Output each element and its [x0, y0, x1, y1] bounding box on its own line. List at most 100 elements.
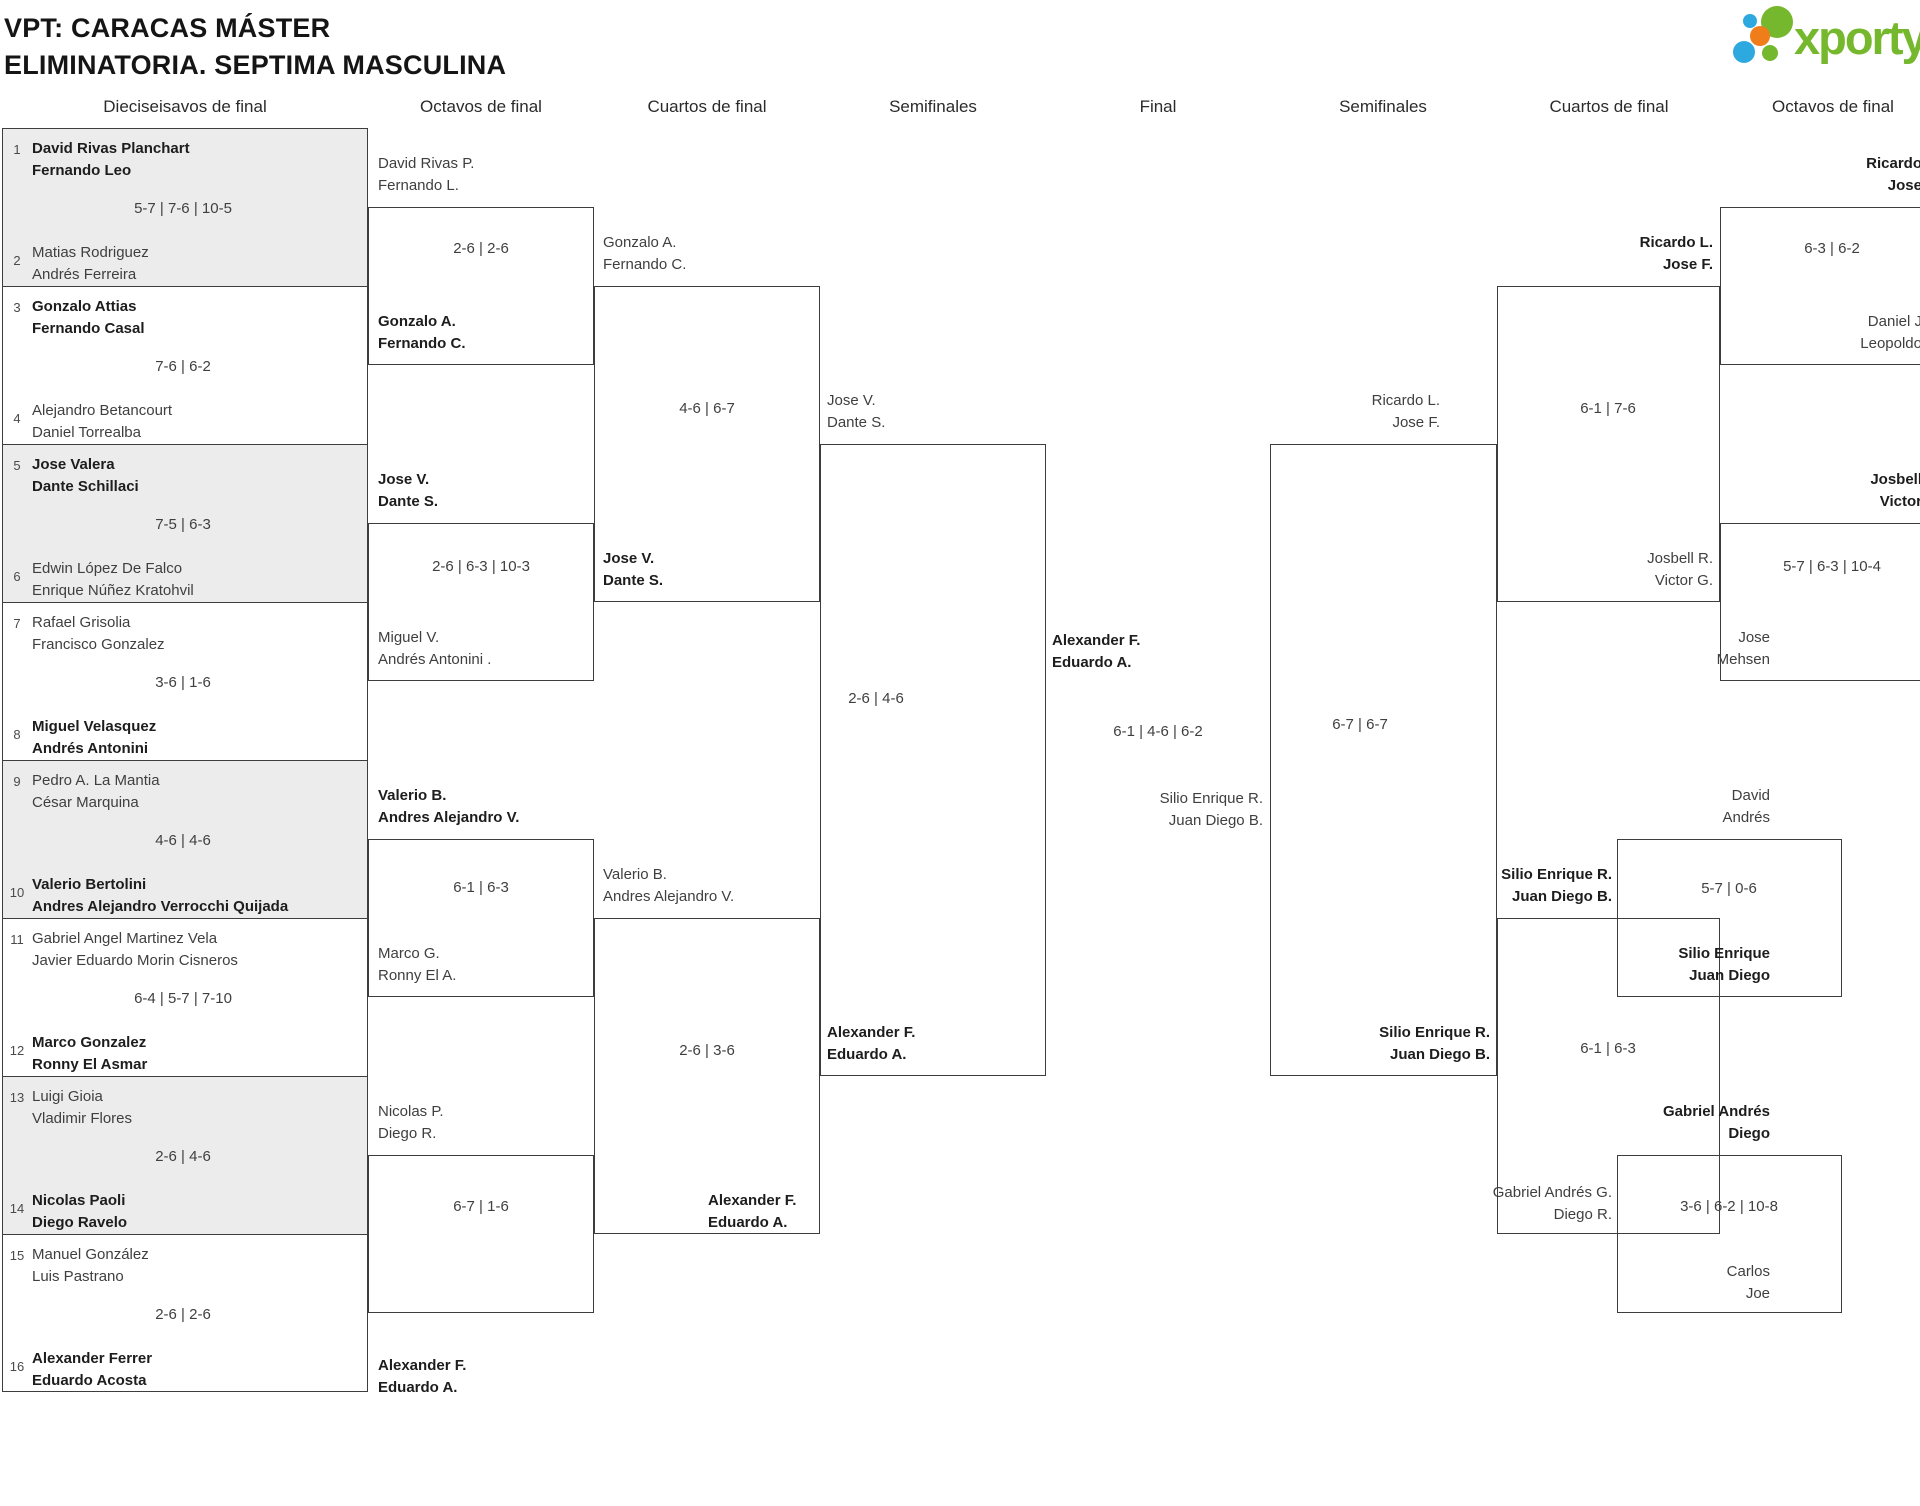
round-header-octavos-left: Octavos de final — [420, 97, 542, 116]
seed-number: 5 — [13, 458, 21, 473]
team-label: Alexander F.Eduardo A. — [378, 1357, 467, 1396]
team-name: Gabriel Angel Martinez Vela — [32, 930, 218, 947]
seed-number: 10 — [9, 885, 25, 900]
semifinal-left-match-box[interactable] — [820, 444, 1046, 1076]
team-name: Enrique Núñez Kratohvil — [32, 582, 194, 599]
round-header-final: Final — [1139, 97, 1177, 116]
team-name: Javier Eduardo Morin Cisneros — [32, 952, 238, 969]
match-box-2[interactable]: 3 Gonzalo Attias Fernando Casal 7-6 | 6-… — [3, 287, 367, 445]
match-score: 2-6 | 4-6 — [155, 1148, 211, 1165]
team-label: Alexander F.Eduardo A. — [827, 1024, 916, 1063]
team-name: Manuel González — [32, 1246, 149, 1263]
match-box-4[interactable]: 7 Rafael Grisolia Francisco Gonzalez 3-6… — [3, 603, 367, 761]
xporty-logo[interactable]: xporty — [1688, 2, 1920, 72]
logo-dots-icon — [1733, 6, 1793, 63]
team-label: Silio Enrique R.Juan Diego B. — [1501, 866, 1612, 905]
octavos-left-match-box-4[interactable] — [368, 1155, 594, 1313]
octavos-right-match-box-3[interactable] — [1617, 839, 1842, 997]
octavos-left-match-box-3[interactable] — [368, 839, 594, 997]
team-name: Fernando Leo — [32, 162, 132, 179]
tournament-category: ELIMINATORIA. SEPTIMA MASCULINA — [4, 50, 507, 80]
match-score: 6-1 | 6-3 — [453, 879, 509, 896]
cuartos-right-match-box-2[interactable] — [1497, 918, 1720, 1234]
team-name: Edwin López De Falco — [32, 560, 183, 577]
round-header-cuartos-left: Cuartos de final — [647, 97, 767, 116]
team-label: Valerio B.Andres Alejandro V. — [378, 787, 520, 826]
cuartos-left-match-box-1[interactable] — [594, 286, 820, 602]
match-score: 7-6 | 6-2 — [155, 358, 211, 375]
seed-number: 4 — [13, 411, 21, 426]
team-name: Francisco Gonzalez — [32, 636, 165, 653]
team-label: Ricardo L.Jose F. — [1371, 392, 1440, 431]
team-name: Gonzalo Attias — [32, 298, 137, 315]
octavos-right-match-box-1[interactable] — [1720, 207, 1920, 365]
team-label: Alexander F.Eduardo A. — [708, 1192, 797, 1231]
seed-number: 16 — [9, 1359, 25, 1374]
team-name: Marco Gonzalez — [32, 1034, 147, 1051]
team-label: Valerio B.Andres Alejandro V. — [603, 866, 735, 905]
team-label: Marco G.Ronny El A. — [378, 945, 457, 984]
team-name: Jose Valera — [32, 456, 115, 473]
team-name: Luigi Gioia — [32, 1088, 103, 1105]
team-name: Andres Alejandro Verrocchi Quijada — [32, 898, 289, 915]
team-label: Miguel V.Andrés Antonini . — [378, 629, 492, 668]
team-label: Gonzalo A.Fernando C. — [378, 313, 466, 352]
match-score: 6-1 | 7-6 — [1580, 400, 1636, 417]
round-header-semifinales-right: Semifinales — [1339, 97, 1427, 116]
match-score: 4-6 | 6-7 — [679, 400, 735, 417]
team-label: Ricardo L.Jose F. — [1639, 234, 1713, 273]
match-box-1[interactable]: 1 David Rivas Planchart Fernando Leo 5-7… — [3, 129, 367, 287]
round-header-dieciseisavos: Dieciseisavos de final — [103, 97, 267, 116]
octavos-right-match-box-2[interactable] — [1720, 523, 1920, 681]
match-score: 5-7 | 7-6 | 10-5 — [134, 200, 232, 217]
match-score: 2-6 | 3-6 — [679, 1042, 735, 1059]
match-score: 5-7 | 6-3 | 10-4 — [1783, 558, 1881, 575]
team-label: Jose V.Dante S. — [378, 471, 439, 510]
round-of-32-column: 1 David Rivas Planchart Fernando Leo 5-7… — [2, 128, 368, 1392]
semifinal-right-match-box[interactable] — [1270, 444, 1497, 1076]
seed-number: 13 — [9, 1090, 25, 1105]
team-label: Josbell R.Victor G. — [1647, 550, 1713, 589]
match-box-5[interactable]: 9 Pedro A. La Mantia César Marquina 4-6 … — [3, 761, 367, 919]
seed-number: 15 — [9, 1248, 25, 1263]
cuartos-left-match-box-2[interactable] — [594, 918, 820, 1234]
seed-number: 8 — [13, 727, 21, 742]
team-label: Jose V.Dante S. — [603, 550, 664, 589]
team-name: David Rivas Planchart — [32, 140, 190, 157]
seed-number: 3 — [13, 300, 21, 315]
octavos-left-match-box-2[interactable] — [368, 523, 594, 681]
team-name: Andrés Ferreira — [32, 266, 137, 283]
team-name: Fernando Casal — [32, 320, 145, 337]
match-box-3[interactable]: 5 Jose Valera Dante Schillaci 7-5 | 6-3 … — [3, 445, 367, 603]
match-score: 6-7 | 1-6 — [453, 1198, 509, 1215]
team-name: Alejandro Betancourt — [32, 402, 173, 419]
match-score: 6-1 | 6-3 — [1580, 1040, 1636, 1057]
team-name: Pedro A. La Mantia — [32, 772, 160, 789]
seed-number: 9 — [13, 774, 21, 789]
match-score: 7-5 | 6-3 — [155, 516, 211, 533]
match-score: 2-6 | 6-3 | 10-3 — [432, 558, 530, 575]
team-name: César Marquina — [32, 794, 139, 811]
cuartos-right-match-box-1[interactable] — [1497, 286, 1720, 602]
match-score: 4-6 | 4-6 — [155, 832, 211, 849]
seed-number: 1 — [13, 142, 21, 157]
final-runnerup-label: Silio Enrique R.Juan Diego B. — [1159, 790, 1263, 829]
team-name: Diego Ravelo — [32, 1214, 128, 1231]
octavos-left-match-box-1[interactable] — [368, 207, 594, 365]
octavos-right-match-box-4[interactable] — [1617, 1155, 1842, 1313]
team-name: Luis Pastrano — [32, 1268, 124, 1285]
match-box-8[interactable]: 15 Manuel González Luis Pastrano 2-6 | 2… — [3, 1235, 367, 1391]
match-score: 5-7 | 0-6 — [1701, 880, 1757, 897]
team-label: Silio Enrique R.Juan Diego B. — [1379, 1024, 1490, 1063]
seed-number: 2 — [13, 253, 21, 268]
seed-number: 14 — [9, 1201, 25, 1216]
seed-number: 12 — [9, 1043, 25, 1058]
match-box-6[interactable]: 11 Gabriel Angel Martinez Vela Javier Ed… — [3, 919, 367, 1077]
match-box-7[interactable]: 13 Luigi Gioia Vladimir Flores 2-6 | 4-6… — [3, 1077, 367, 1235]
team-label: Nicolas P.Diego R. — [378, 1103, 444, 1142]
